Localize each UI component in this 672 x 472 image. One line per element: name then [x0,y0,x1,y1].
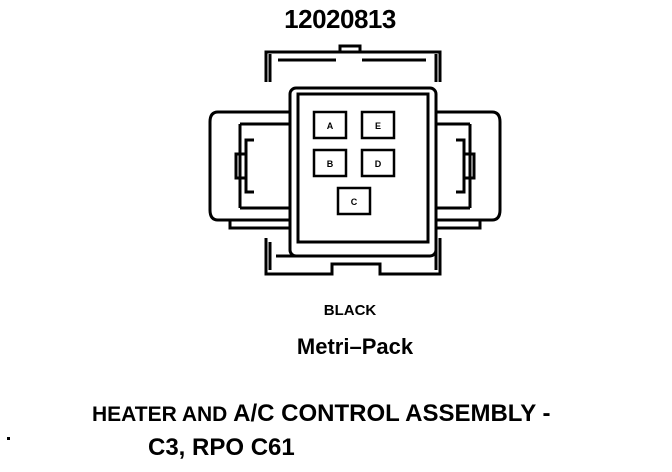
connector-color-label: BLACK [323,302,377,319]
part-number: 12020813 [284,4,396,34]
pin-label-c: C [351,197,358,207]
top-latch [264,50,442,82]
connector-diagram: A E B D C [208,44,502,276]
scan-speck [7,437,10,440]
pin-label-d: D [375,159,382,169]
left-flange [228,110,290,222]
right-flange [436,110,482,222]
pin-label-b: B [327,159,334,169]
connector-body [288,86,438,258]
caption-rest: A/C CONTROL ASSEMBLY - [233,400,551,427]
pin-label-a: A [327,121,334,131]
pin-cavity-e [360,110,396,140]
connector-type-label: Metri–Pack [296,334,414,359]
pin-cavity-c [336,186,372,216]
pin-cavity-b [312,148,348,178]
pin-cavity-a [312,110,348,140]
right-lock-clip [456,138,476,194]
bottom-shroud [264,238,442,276]
pin-label-e: E [375,121,381,131]
pin-cavity-d [360,148,396,178]
caption-subtitle: C3, RPO C61 [148,434,295,461]
left-lock-clip [234,138,254,194]
caption-lead: HEATER AND [92,403,228,426]
caption-title: HEATER AND A/C CONTROL ASSEMBLY - [92,400,551,428]
